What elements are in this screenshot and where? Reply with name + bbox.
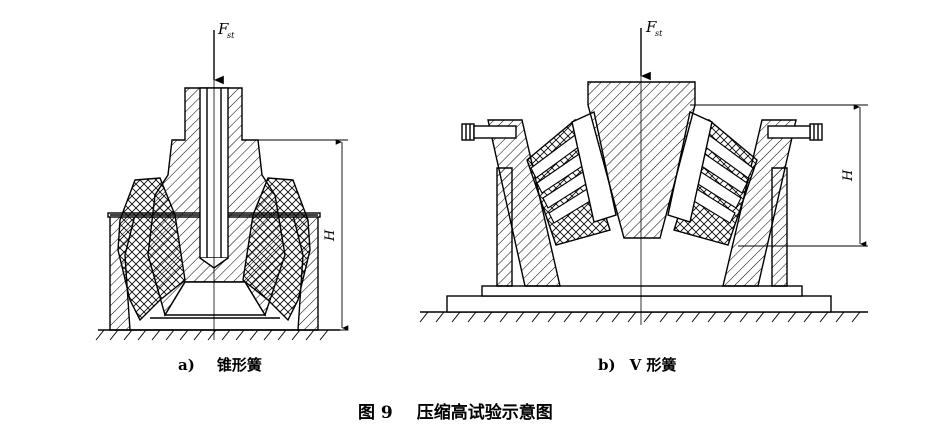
panel-b-base-plate bbox=[446, 295, 832, 313]
figure-caption: 图 9 压缩高试验示意图 bbox=[358, 398, 553, 423]
panel-a-base-cavity bbox=[163, 281, 267, 316]
panel-b-right-bolt bbox=[767, 123, 823, 141]
figure-title: 压缩高试验示意图 bbox=[416, 403, 553, 423]
panel-b-force-subscript: st bbox=[655, 29, 663, 38]
panel-b-center-wedge bbox=[587, 81, 696, 239]
panel-b-left-bolt bbox=[461, 123, 517, 141]
panel-b-height-label: H bbox=[841, 169, 856, 182]
panel-a-force-subscript: st bbox=[227, 31, 235, 40]
panel-a-height-label: H bbox=[323, 229, 338, 242]
panel-a-caption: a) 锥形簧 bbox=[178, 354, 262, 375]
panel-b-upper-plate bbox=[481, 285, 803, 297]
panel-b-left-plate bbox=[571, 111, 617, 223]
panel-a-cone-spring bbox=[95, 30, 349, 341]
panel-b-label: b) bbox=[598, 356, 616, 374]
panel-a-name: 锥形簧 bbox=[216, 356, 262, 374]
panel-b-name: V 形簧 bbox=[629, 356, 677, 374]
panel-a-force-symbol: F bbox=[217, 20, 229, 38]
panel-b-force-symbol: F bbox=[645, 18, 657, 36]
panel-b-right-plate bbox=[667, 111, 713, 223]
panel-a-ground-hatch bbox=[95, 329, 329, 341]
panel-a-label: a) bbox=[178, 356, 195, 374]
panel-b-caption: b) V 形簧 bbox=[598, 354, 676, 375]
figure-number: 图 9 bbox=[358, 403, 393, 423]
panel-b-v-spring bbox=[419, 28, 868, 325]
